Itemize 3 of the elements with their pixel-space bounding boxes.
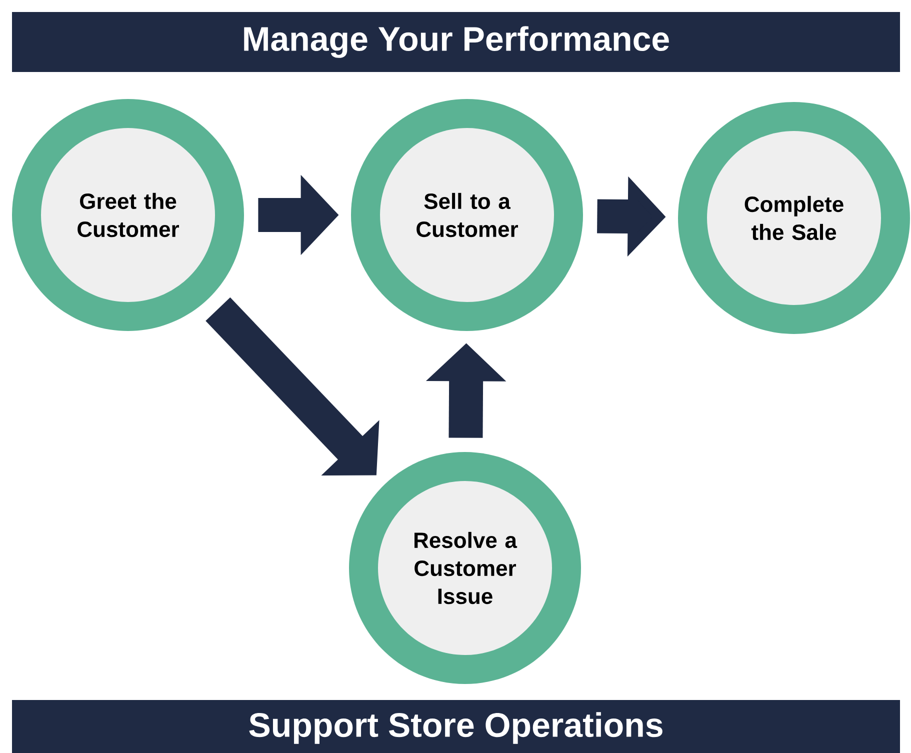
caption-band: Support Store Operations — [12, 700, 900, 753]
title-band: Manage Your Performance — [12, 12, 900, 72]
block-arrow — [206, 297, 380, 476]
